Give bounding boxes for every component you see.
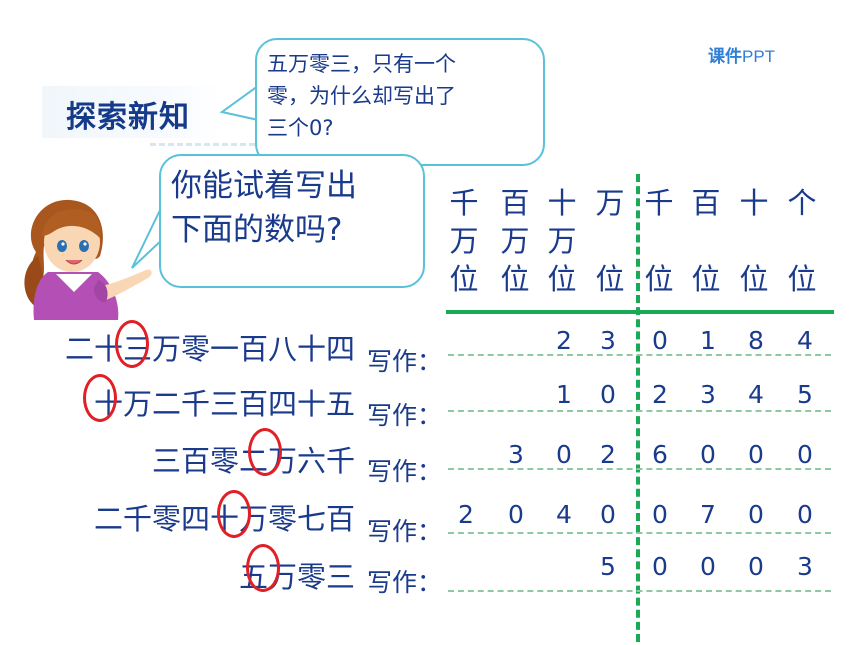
header-wan: 万位 xyxy=(595,186,625,296)
wan-circle-5 xyxy=(246,544,280,592)
write-label-2: 写作： xyxy=(367,401,443,430)
digit-r1-c3: 2 xyxy=(556,326,572,355)
header-shiwan: 十万位 xyxy=(547,186,577,296)
answer-line-2 xyxy=(448,410,831,412)
write-label-4: 写作： xyxy=(367,517,443,546)
digit-r1-c8: 4 xyxy=(797,326,813,355)
write-label-3: 写作： xyxy=(367,457,443,486)
answer-line-1 xyxy=(448,354,831,356)
digit-r3-c8: 0 xyxy=(797,440,813,469)
row-text-2: 十万二千三百四十五 xyxy=(93,387,355,421)
digit-r2-c5: 2 xyxy=(652,380,668,409)
digit-r4-c8: 0 xyxy=(797,500,813,529)
wan-circle-2 xyxy=(83,374,117,422)
write-label-5: 写作： xyxy=(367,568,443,597)
digit-r4-c4: 0 xyxy=(600,500,616,529)
wan-circle-3 xyxy=(248,428,282,476)
title-band xyxy=(42,86,222,138)
header-qianwan: 千万位 xyxy=(449,186,479,296)
digit-r2-c8: 5 xyxy=(797,380,813,409)
digit-r1-c6: 1 xyxy=(700,326,716,355)
wan-circle-4 xyxy=(217,490,251,538)
question-bubble: 五万零三，只有一个 零，为什么却写出了 三个0? xyxy=(255,38,545,166)
digit-r2-c6: 3 xyxy=(700,380,716,409)
header-baiwan: 百万位 xyxy=(500,186,530,296)
digit-r3-c4: 2 xyxy=(600,440,616,469)
digit-r2-c3: 1 xyxy=(556,380,572,409)
digit-r3-c2: 3 xyxy=(508,440,524,469)
title-divider xyxy=(150,143,255,146)
digit-r1-c4: 3 xyxy=(600,326,616,355)
digit-r5-c5: 0 xyxy=(652,552,668,581)
digit-r4-c6: 7 xyxy=(700,500,716,529)
header-qian: 千位 xyxy=(644,186,674,296)
brand-logo: 课件PPT xyxy=(708,47,776,66)
digit-r5-c8: 3 xyxy=(797,552,813,581)
page-title: 探索新知 xyxy=(66,100,190,135)
answer-line-3 xyxy=(448,468,831,470)
write-label-1: 写作： xyxy=(367,347,443,376)
digit-r3-c7: 0 xyxy=(748,440,764,469)
digit-r3-c6: 0 xyxy=(700,440,716,469)
digit-r4-c2: 0 xyxy=(508,500,524,529)
digit-r4-c7: 0 xyxy=(748,500,764,529)
digit-r5-c4: 5 xyxy=(600,552,616,581)
header-underline xyxy=(446,310,834,314)
digit-r5-c6: 0 xyxy=(700,552,716,581)
digit-r1-c5: 0 xyxy=(652,326,668,355)
digit-r2-c7: 4 xyxy=(748,380,764,409)
digit-r3-c3: 0 xyxy=(556,440,572,469)
answer-line-4 xyxy=(448,532,831,534)
digit-r5-c7: 0 xyxy=(748,552,764,581)
girl-illustration xyxy=(24,199,152,320)
digit-r4-c3: 4 xyxy=(556,500,572,529)
row-text-1: 二十三万零一百八十四 xyxy=(64,332,355,366)
digit-r2-c4: 0 xyxy=(600,380,616,409)
prompt-bubble: 你能试着写出 下面的数吗? xyxy=(159,154,425,288)
wan-divider-line xyxy=(636,174,640,642)
wan-circle-1 xyxy=(115,320,149,368)
digit-r3-c5: 6 xyxy=(652,440,668,469)
header-bai: 百位 xyxy=(691,186,721,296)
digit-r4-c1: 2 xyxy=(458,500,474,529)
answer-line-5 xyxy=(448,590,831,592)
digit-r1-c7: 8 xyxy=(748,326,764,355)
header-shi: 十位 xyxy=(739,186,769,296)
digit-r4-c5: 0 xyxy=(652,500,668,529)
header-ge: 个位 xyxy=(787,186,817,296)
